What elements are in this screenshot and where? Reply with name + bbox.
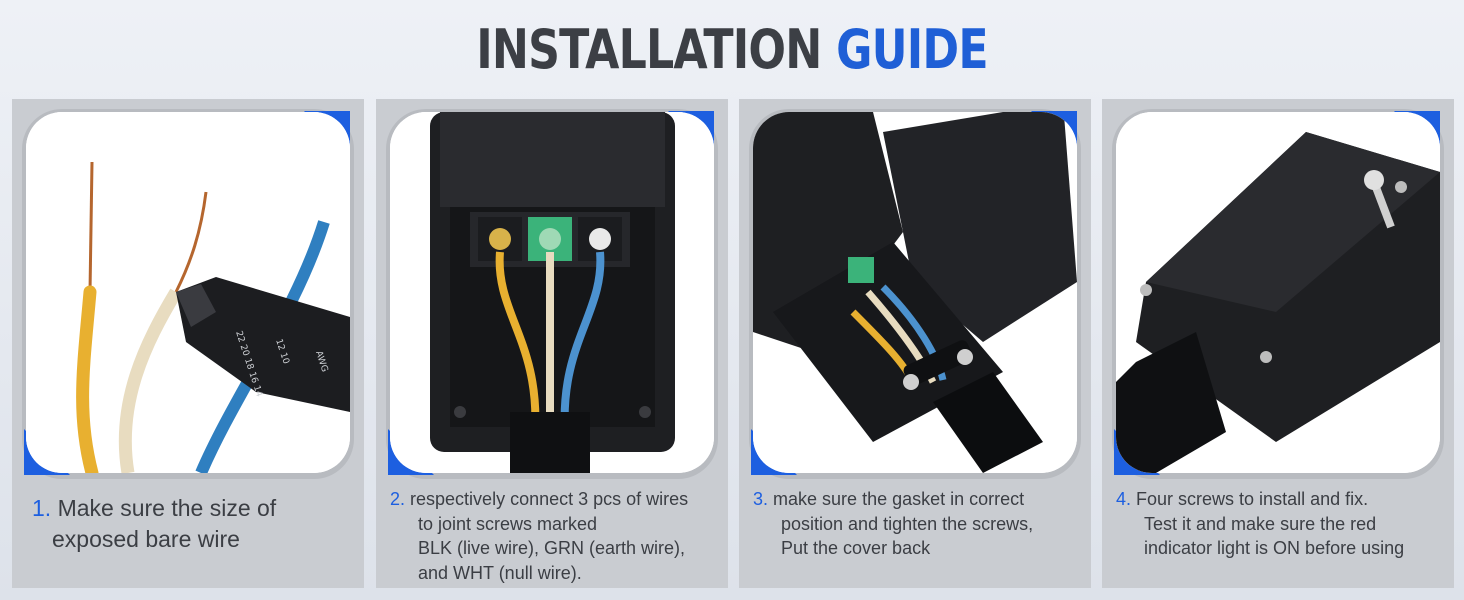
step-number: 3. — [753, 489, 769, 509]
caption-line: exposed bare wire — [52, 526, 240, 552]
caption-line: position and tighten the screws, — [781, 513, 1034, 534]
step-photo-gasket — [753, 112, 1077, 473]
step-number: 1. — [32, 495, 52, 521]
step-card-1: 22 20 18 16 14 12 10 AWG 1. Make sure th… — [12, 99, 364, 588]
step-card-3: 3. make sure the gasket in correct posit… — [739, 99, 1091, 588]
step-card-4: 4. Four screws to install and fix. Test … — [1102, 99, 1454, 588]
step-caption-2: 2. respectively connect 3 pcs of wires t… — [376, 483, 728, 583]
title-installation: INSTALLATION — [476, 18, 822, 81]
caption-line: to joint screws marked — [418, 513, 598, 534]
caption-line: Make sure the size of — [57, 495, 277, 521]
gasket-image — [753, 112, 1077, 473]
caption-line: Test it and make sure the red — [1144, 513, 1377, 534]
caption-line: respectively connect 3 pcs of wires — [410, 489, 689, 509]
step-number: 2. — [390, 489, 406, 509]
closed-cover-image — [1116, 112, 1440, 473]
caption-line: and WHT (null wire). — [418, 562, 582, 583]
step-number: 4. — [1116, 489, 1132, 509]
title-guide: GUIDE — [836, 18, 989, 81]
caption-line: make sure the gasket in correct — [773, 489, 1025, 509]
wire-stripper-image: 22 20 18 16 14 12 10 AWG — [26, 112, 350, 473]
step-caption-3: 3. make sure the gasket in correct posit… — [739, 483, 1091, 583]
step-photo-wire-stripper: 22 20 18 16 14 12 10 AWG — [26, 112, 350, 473]
caption-line: Four screws to install and fix. — [1136, 489, 1369, 509]
step-caption-1: 1. Make sure the size of exposed bare wi… — [12, 483, 364, 583]
step-photo-closed-cover — [1116, 112, 1440, 473]
step-card-2: 2. respectively connect 3 pcs of wires t… — [376, 99, 728, 588]
page-title: INSTALLATION GUIDE — [132, 18, 1332, 88]
terminal-block-image — [390, 112, 714, 473]
caption-line: BLK (live wire), GRN (earth wire), — [418, 538, 686, 558]
caption-line: indicator light is ON before using — [1144, 538, 1405, 558]
caption-line: Put the cover back — [781, 538, 931, 558]
step-caption-4: 4. Four screws to install and fix. Test … — [1102, 483, 1454, 583]
step-photo-terminal-block — [390, 112, 714, 473]
